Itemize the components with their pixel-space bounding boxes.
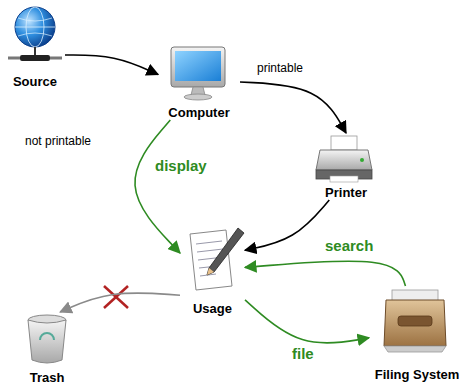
trash-icon <box>28 315 66 363</box>
filing-box-icon <box>384 290 446 352</box>
node-label: Source <box>13 74 57 89</box>
flow-arrow <box>240 82 346 133</box>
usage-node: Usage <box>180 226 245 316</box>
printer-icon <box>316 136 372 182</box>
edge-label: file <box>291 345 315 362</box>
node-label: Computer <box>168 105 229 120</box>
document-pencil-icon <box>190 228 244 290</box>
computer-node: Computer <box>158 44 240 120</box>
flow-arrow <box>60 293 180 312</box>
node-label: Filing System <box>375 367 460 382</box>
condition-label: not printable <box>24 134 92 148</box>
printer-node: Printer <box>308 133 384 200</box>
node-label: Trash <box>30 370 65 385</box>
flow-arrow <box>65 55 158 74</box>
edge-label: search <box>324 237 374 254</box>
node-label: Usage <box>193 301 232 316</box>
edge-label: printable <box>256 61 304 75</box>
flow-arrow <box>245 261 405 286</box>
filing-system-node: Filing System <box>369 286 465 382</box>
trash-node: Trash <box>14 312 80 385</box>
globe-icon <box>8 7 62 61</box>
node-label: Printer <box>325 185 367 200</box>
flow-arrow <box>245 300 369 343</box>
cross-mark <box>104 286 128 308</box>
source-node: Source <box>5 4 65 89</box>
edge-label: display <box>154 157 208 174</box>
flow-arrow <box>135 120 180 253</box>
monitor-icon <box>171 47 225 100</box>
flow-arrow <box>245 200 329 250</box>
